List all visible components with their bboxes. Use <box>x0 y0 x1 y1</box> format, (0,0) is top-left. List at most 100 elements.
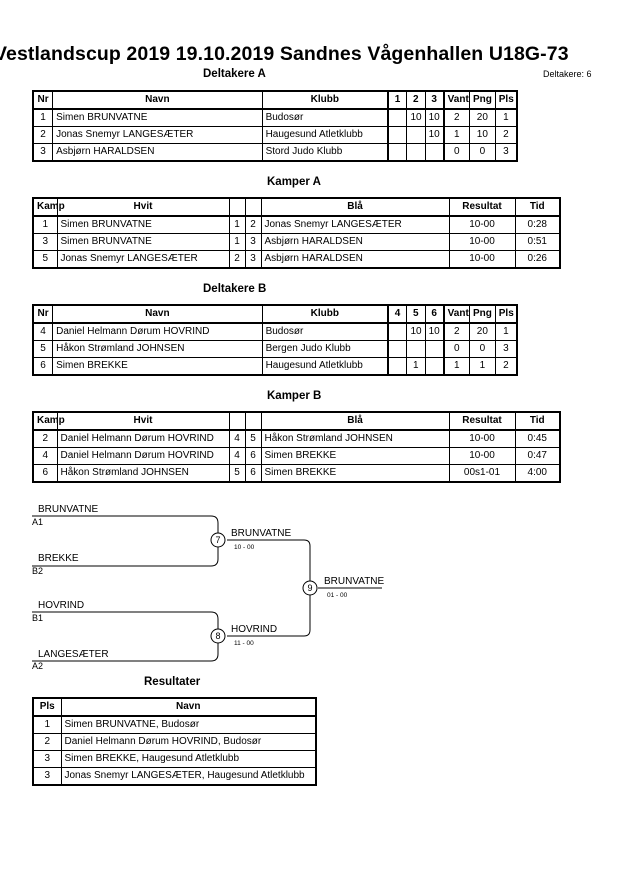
table-header-row: Nr Navn Klubb 4 5 6 Vant Png Pls <box>32 304 518 324</box>
column-header: 4 <box>386 304 408 324</box>
table-row: 4 Daniel Helmann Dørum HOVRIND Budosør 1… <box>32 322 518 341</box>
column-header: Resultat <box>448 411 516 431</box>
semi1-top-seed: A1 <box>32 517 43 527</box>
final-score: 01 - 00 <box>327 592 348 599</box>
cell: Simen BRUNVATNE, Budosør <box>60 715 317 734</box>
column-header: Pls <box>494 304 518 324</box>
table-row: 2 Daniel Helmann Dørum HOVRIND, Budosør <box>32 733 317 751</box>
table-row: 1 Simen BRUNVATNE, Budosør <box>32 715 317 734</box>
cell: 0 <box>468 340 496 358</box>
results-table: Pls Navn 1 Simen BRUNVATNE, Budosør 2 Da… <box>32 697 317 786</box>
table-row: 3 Asbjørn HARALDSEN Stord Judo Klubb 0 0… <box>32 143 518 162</box>
cell: 1 <box>228 233 246 251</box>
cell: 1 <box>442 126 470 144</box>
matches-a-title: Kamper A <box>267 176 321 188</box>
cell: Asbjørn HARALDSEN <box>52 143 263 162</box>
cell: Asbjørn HARALDSEN <box>260 233 450 251</box>
semi1-winner: BRUNVATNE <box>231 528 292 539</box>
cell: 10-00 <box>448 250 516 269</box>
table-row: 6 Simen BREKKE Haugesund Atletklubb 1 1 … <box>32 357 518 376</box>
table-row: 3 Simen BRUNVATNE 1 3 Asbjørn HARALDSEN … <box>32 233 561 251</box>
table-row: 3 Jonas Snemyr LANGESÆTER, Haugesund Atl… <box>32 767 317 786</box>
cell: 0 <box>468 143 496 162</box>
final-winner: BRUNVATNE <box>324 576 385 587</box>
table-header-row: Nr Navn Klubb 1 2 3 Vant Png Pls <box>32 90 518 110</box>
cell: 3 <box>32 750 62 768</box>
semi2-winner: HOVRIND <box>231 624 277 635</box>
match-8-node <box>210 628 226 644</box>
column-header: Kamp <box>32 411 65 431</box>
cell: Haugesund Atletklubb <box>261 357 389 376</box>
page-title: Vestlandscup 2019 19.10.2019 Sandnes Våg… <box>0 43 569 65</box>
match-7-node <box>210 532 226 548</box>
cell: 3 <box>494 340 518 358</box>
pool-a-table: Nr Navn Klubb 1 2 3 Vant Png Pls 1 Simen… <box>32 90 518 162</box>
cell: 3 <box>494 143 518 162</box>
column-header: Vant <box>442 90 470 110</box>
table-row: 2 Jonas Snemyr LANGESÆTER Haugesund Atle… <box>32 126 518 144</box>
pool-b-title: Deltakere B <box>203 283 267 295</box>
matches-a-table: Kamp Hvit Blå Resultat Tid 1 Simen BRUNV… <box>32 197 561 269</box>
semi1-match-no: 7 <box>215 535 220 545</box>
table-row: 5 Håkon Strømland JOHNSEN Bergen Judo Kl… <box>32 340 518 358</box>
column-header: Kamp <box>32 197 65 217</box>
cell: 2 <box>494 357 518 376</box>
semi1-score: 10 - 00 <box>234 544 255 551</box>
table-row: 3 Simen BREKKE, Haugesund Atletklubb <box>32 750 317 768</box>
cell: 0:26 <box>514 250 561 269</box>
semi2-top-name: HOVRIND <box>38 600 84 611</box>
cell: Haugesund Atletklubb <box>261 126 389 144</box>
cell: 1 <box>32 715 62 734</box>
cell: 3 <box>32 233 58 251</box>
column-header: Navn <box>52 304 263 324</box>
cell: 4 <box>228 447 246 465</box>
column-header: Png <box>468 304 496 324</box>
matches-b-table: Kamp Hvit Blå Resultat Tid 2 Daniel Helm… <box>32 411 561 483</box>
cell: 10-00 <box>448 447 516 465</box>
final-match-no: 9 <box>307 583 312 593</box>
column-header: Navn <box>52 90 263 110</box>
table-header-row: Kamp Hvit Blå Resultat Tid <box>32 411 561 431</box>
semi2-score: 11 - 00 <box>234 640 254 647</box>
cell: 1 <box>406 357 426 376</box>
matches-b-title: Kamper B <box>267 390 322 402</box>
cell: Daniel Helmann Dørum HOVRIND, Budosør <box>60 733 317 751</box>
cell: 0:47 <box>514 447 561 465</box>
cell: 2 <box>32 733 62 751</box>
semi1-bottom-name: BREKKE <box>38 553 79 564</box>
cell: 10-00 <box>448 233 516 251</box>
column-header: Tid <box>514 197 561 217</box>
semi2-bottom-seed: A2 <box>32 661 43 671</box>
cell: 10 <box>468 126 496 144</box>
column-header: Png <box>468 90 496 110</box>
pool-b-table: Nr Navn Klubb 4 5 6 Vant Png Pls 4 Danie… <box>32 304 518 376</box>
cell: 1 <box>468 357 496 376</box>
cell: Håkon Strømland JOHNSEN <box>52 340 263 358</box>
cell: 1 <box>494 108 518 127</box>
cell: 2 <box>494 126 518 144</box>
column-header: Pls <box>494 90 518 110</box>
semi1-bottom-seed: B2 <box>32 566 43 576</box>
column-header: Tid <box>514 411 561 431</box>
semi2-top-seed: B1 <box>32 613 43 623</box>
semi1-top-name: BRUNVATNE <box>38 504 99 515</box>
column-header: Pls <box>32 697 62 717</box>
table-row: 6 Håkon Strømland JOHNSEN 5 6 Simen BREK… <box>32 464 561 483</box>
cell: Daniel Helmann Dørum HOVRIND <box>56 447 230 465</box>
cell: Simen BREKKE, Haugesund Atletklubb <box>60 750 317 768</box>
table-row: 4 Daniel Helmann Dørum HOVRIND 4 6 Simen… <box>32 447 561 465</box>
results-title: Resultater <box>144 676 201 688</box>
semi2-match-no: 8 <box>215 631 220 641</box>
table-header-row: Pls Navn <box>32 697 317 717</box>
participants-count: Deltakere: 6 <box>543 69 592 79</box>
table-header-row: Kamp Hvit Blå Resultat Tid <box>32 197 561 217</box>
column-header: 3 <box>424 90 445 110</box>
column-header: Navn <box>60 697 317 717</box>
table-row: 1 Simen BRUNVATNE Budosør 10 10 2 20 1 <box>32 108 518 127</box>
cell: Simen BRUNVATNE <box>56 233 230 251</box>
column-header: 6 <box>424 304 445 324</box>
cell: 3 <box>32 767 62 786</box>
cell: 6 <box>32 464 58 483</box>
pool-a-title: Deltakere A <box>203 68 266 80</box>
